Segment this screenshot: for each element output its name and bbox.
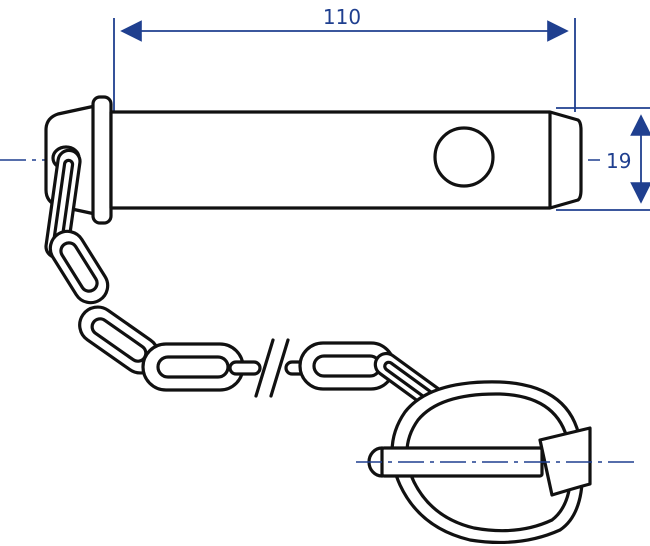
linch-pin-head — [538, 426, 592, 497]
chain-break-mark — [269, 338, 290, 398]
chain-link — [156, 355, 230, 379]
length-dimension — [113, 18, 576, 114]
chain-link — [59, 241, 99, 293]
diameter-dimension — [556, 107, 650, 211]
pin-body — [44, 95, 583, 225]
chain-link — [48, 229, 110, 305]
chain-link — [228, 360, 262, 376]
pin-collar — [91, 95, 113, 225]
chain — [44, 145, 445, 411]
length-label: 110 — [323, 5, 361, 29]
pin-shaft — [109, 110, 583, 210]
chain-break-mark — [254, 338, 275, 398]
cross-hole — [433, 126, 495, 188]
diameter-label: 19 — [606, 149, 631, 173]
